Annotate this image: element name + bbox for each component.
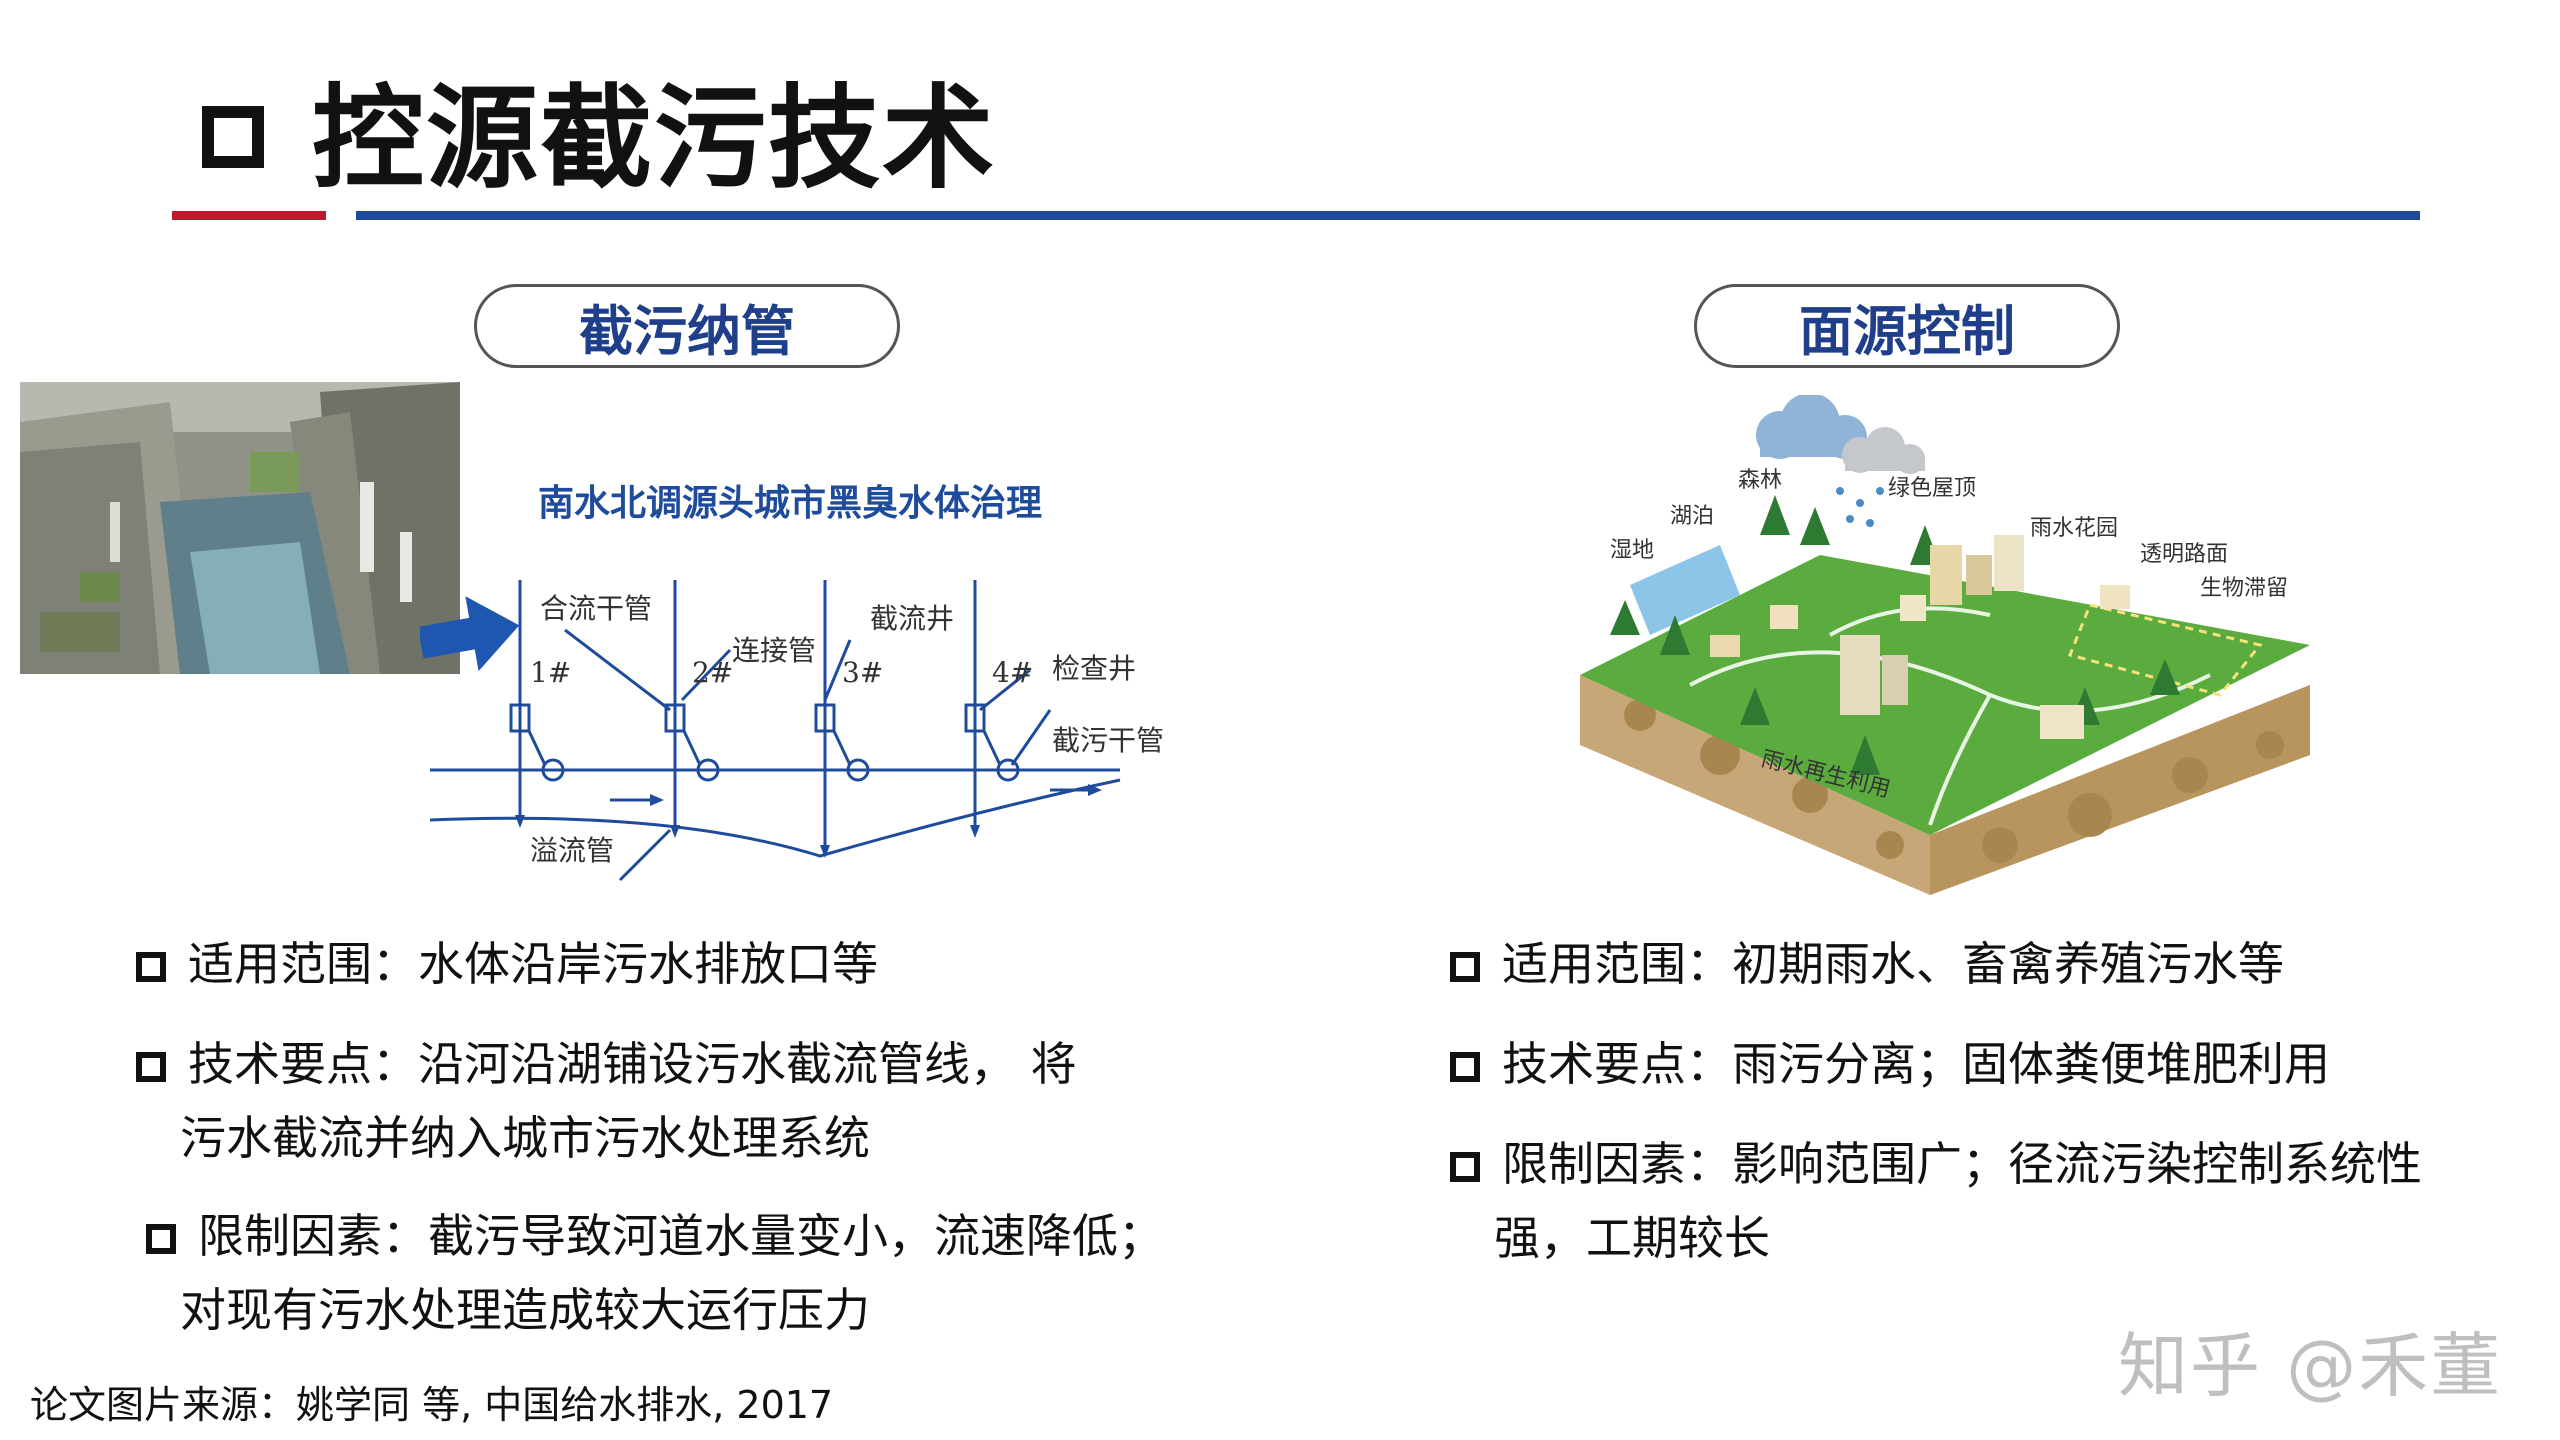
label-combined-main: 合流干管 xyxy=(540,592,652,625)
label-n3: 3# xyxy=(842,656,883,689)
title-square-icon xyxy=(202,106,264,168)
label-rain-garden: 雨水花园 xyxy=(2030,516,2118,541)
bullet-square-icon xyxy=(136,952,166,982)
label-intercept-well: 截流井 xyxy=(870,602,954,635)
label-inspection-well: 检查井 xyxy=(1052,652,1136,685)
bullet-square-icon xyxy=(1450,1152,1480,1182)
left-bullet-limits-cont: 对现有污水处理造成较大运行压力 xyxy=(180,1283,870,1337)
label-connector: 连接管 xyxy=(732,634,816,667)
label-lake: 湖泊 xyxy=(1670,504,1714,529)
title-rule-blue xyxy=(356,211,2420,220)
section-heading-left: 截污纳管 xyxy=(474,284,900,368)
label-forest: 森林 xyxy=(1738,468,1782,493)
image-source-note: 论文图片来源：姚学同 等, 中国给水排水, 2017 xyxy=(30,1383,834,1427)
left-bullet-limits: 限制因素：截污导致河道水量变小，流速降低； xyxy=(146,1200,1164,1272)
right-bullet-limits-cont: 强，工期较长 xyxy=(1494,1211,1770,1265)
left-bullet-key-points: 技术要点：沿河沿湖铺设污水截流管线， 将 xyxy=(136,1028,1077,1100)
bullet-square-icon xyxy=(136,1052,166,1082)
right-bullet-limits: 限制因素：影响范围广；径流污染控制系统性 xyxy=(1450,1128,2422,1200)
label-permeable: 透明路面 xyxy=(2140,542,2228,567)
label-green-roof: 绿色屋顶 xyxy=(1888,476,1976,501)
river-photo xyxy=(20,382,460,674)
label-wetland: 湿地 xyxy=(1610,538,1654,563)
title-rule-red xyxy=(172,211,326,220)
right-bullet-scope: 适用范围：初期雨水、畜禽养殖污水等 xyxy=(1450,928,2284,1000)
section-heading-right: 面源控制 xyxy=(1694,284,2120,368)
left-bullet-scope: 适用范围：水体沿岸污水排放口等 xyxy=(136,928,878,1000)
sewer-intercept-diagram: 合流干管 连接管 截流井 检查井 截污干管 溢流管 1# 2# 3# 4# xyxy=(429,580,1164,882)
label-bioretention: 生物滞留 xyxy=(2200,576,2288,601)
diagram-title: 南水北调源头城市黑臭水体治理 xyxy=(538,483,1043,524)
sponge-city-illustration: 森林 湖泊 湿地 绿色屋顶 雨水花园 透明路面 生物滞留 雨水再生利用 xyxy=(1580,395,2310,895)
page-title: 控源截污技术 xyxy=(312,74,996,204)
bullet-square-icon xyxy=(146,1224,176,1254)
label-overflow: 溢流管 xyxy=(530,834,614,867)
right-bullet-key-points: 技术要点：雨污分离；固体粪便堆肥利用 xyxy=(1450,1028,2330,1100)
left-bullet-key-points-cont: 污水截流并纳入城市污水处理系统 xyxy=(180,1111,870,1165)
label-intercept-main: 截污干管 xyxy=(1052,724,1164,757)
label-n4: 4# xyxy=(992,656,1033,689)
bullet-square-icon xyxy=(1450,952,1480,982)
arrow-right-icon xyxy=(420,596,520,672)
label-n1: 1# xyxy=(530,656,571,689)
bullet-square-icon xyxy=(1450,1052,1480,1082)
zhihu-watermark: 知乎 @禾董 xyxy=(2118,1325,2503,1407)
label-n2: 2# xyxy=(692,656,733,689)
